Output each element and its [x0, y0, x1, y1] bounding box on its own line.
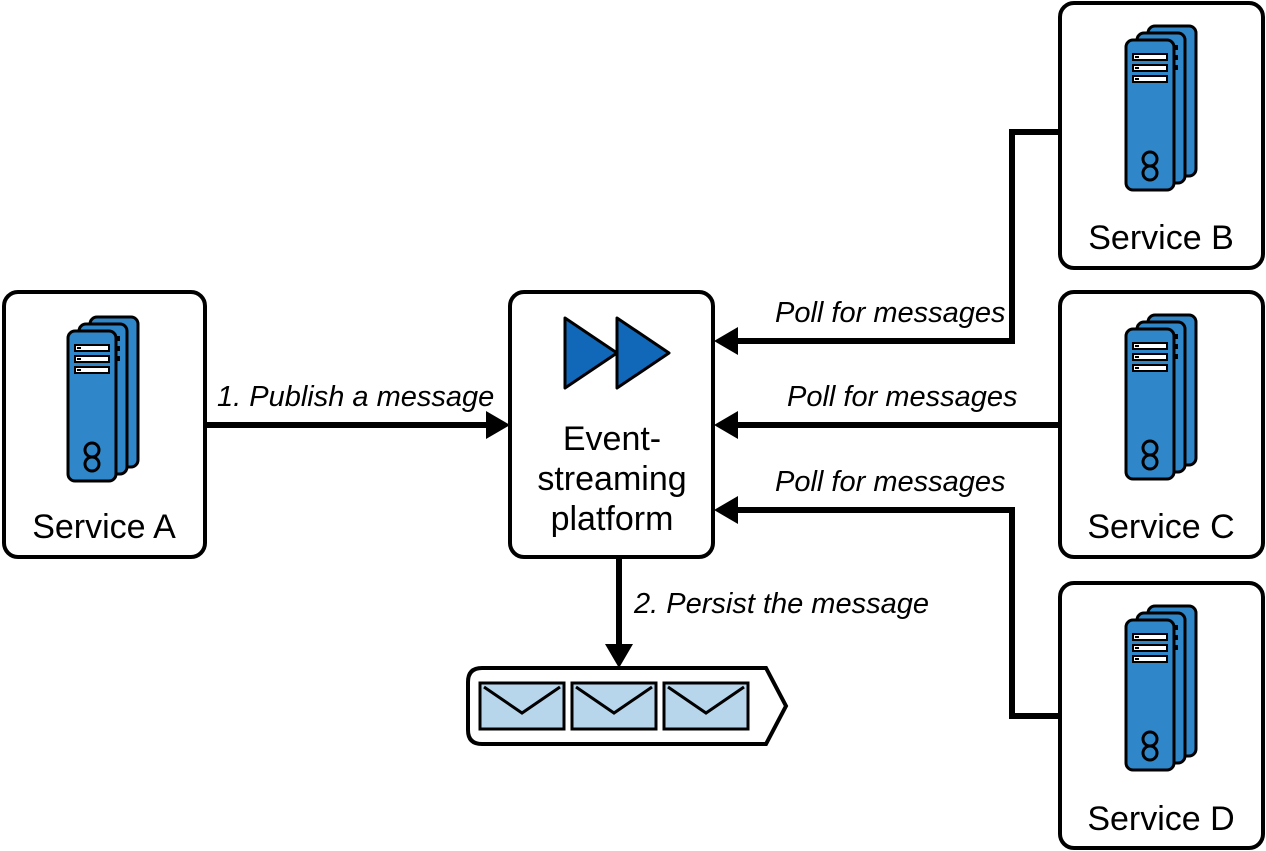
- publish-arrow: [206, 411, 510, 439]
- publish-label: 1. Publish a message: [217, 381, 494, 413]
- server-stack-icon: [1124, 604, 1198, 772]
- event-streaming-platform-node: Event- streaming platform: [508, 290, 715, 559]
- server-stack-icon: [66, 315, 140, 483]
- server-stack-icon: [1124, 313, 1198, 481]
- platform-label-line-2: streaming: [537, 460, 686, 498]
- persist-label: 2. Persist the message: [633, 588, 929, 620]
- service-d-label: Service D: [1087, 800, 1234, 838]
- service-c-node: Service C: [1058, 290, 1265, 559]
- service-a-label: Service A: [32, 508, 176, 546]
- service-a-node: Service A: [2, 290, 207, 559]
- persist-arrow: [605, 558, 633, 668]
- poll-label-service-c: Poll for messages: [787, 381, 1018, 413]
- service-b-label: Service B: [1088, 219, 1234, 257]
- platform-label-line-3: platform: [551, 500, 674, 538]
- service-b-node: Service B: [1058, 1, 1265, 270]
- envelope-icon: [570, 681, 658, 731]
- server-stack-icon: [1124, 24, 1198, 192]
- service-c-label: Service C: [1087, 508, 1234, 546]
- service-d-node: Service D: [1058, 581, 1265, 850]
- platform-label-line-1: Event-: [563, 420, 661, 458]
- fast-forward-icon: [563, 316, 671, 390]
- poll-label-service-d: Poll for messages: [775, 466, 1006, 498]
- poll-arrow-service-b: [714, 129, 1060, 355]
- envelope-icon: [478, 681, 566, 731]
- envelope-icon: [662, 681, 750, 731]
- poll-arrow-service-c: [714, 411, 1060, 439]
- message-queue: [466, 666, 789, 746]
- poll-label-service-b: Poll for messages: [775, 297, 1006, 329]
- poll-arrow-service-d: [714, 496, 1060, 719]
